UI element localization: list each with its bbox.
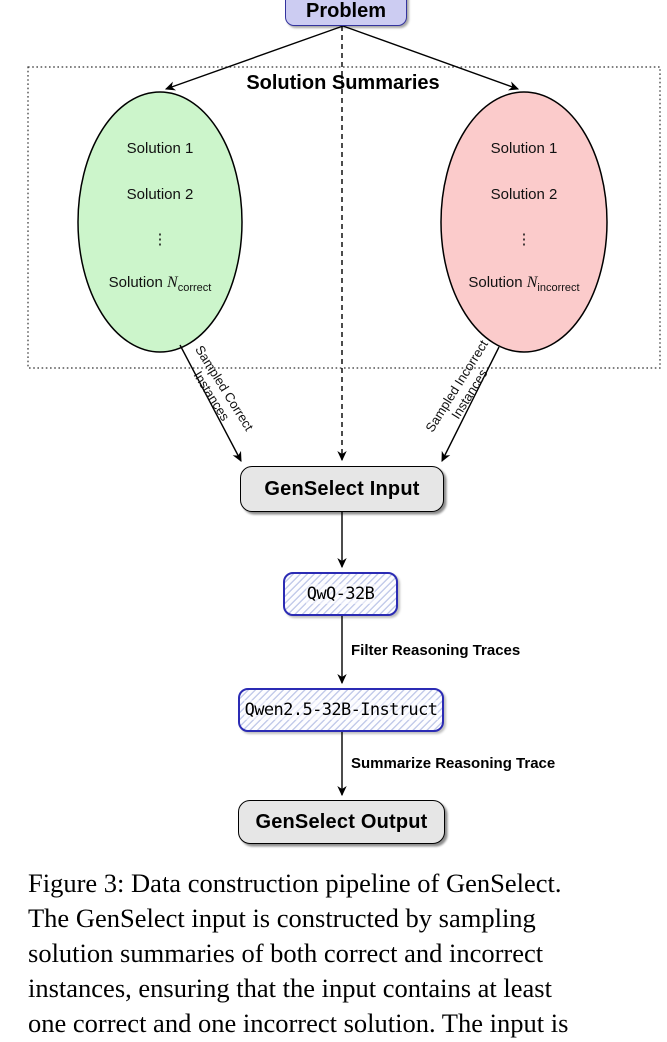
correct-n-symbol: N: [167, 274, 178, 291]
summarize-reasoning-trace-label: Summarize Reasoning Trace: [351, 755, 556, 772]
figure-caption: Figure 3: Data construction pipeline of …: [28, 866, 650, 1041]
caption-line-4: instances, ensuring that the input conta…: [28, 973, 552, 1003]
qwq-32b-node: QwQ-32B: [283, 572, 398, 616]
genselect-input-label: GenSelect Input: [264, 477, 420, 500]
caption-line-5: one correct and one incorrect solution. …: [28, 1008, 569, 1038]
solution-summaries-title: Solution Summaries: [246, 72, 440, 94]
genselect-output-node: GenSelect Output: [238, 800, 445, 844]
incorrect-solutions-ellipse: [440, 91, 608, 353]
caption-line-1: Figure 3: Data construction pipeline of …: [28, 868, 562, 898]
edge-incorrect-to-genselect-input: [441, 346, 500, 463]
correct-solutions-ellipse: [77, 91, 243, 353]
filter-reasoning-traces-label: Filter Reasoning Traces: [351, 642, 521, 659]
correct-solution-1: Solution 1: [126, 140, 194, 157]
qwen-32b-instruct-label: Qwen2.5-32B-Instruct: [243, 700, 439, 720]
incorrect-solution-1: Solution 1: [490, 140, 558, 157]
diagram-wires-layer: [27, 25, 661, 797]
incorrect-solution-2: Solution 2: [490, 186, 558, 203]
edge-correct-to-genselect-input: [179, 344, 242, 462]
incorrect-solution-n-prefix: Solution: [468, 274, 527, 291]
correct-solution-2: Solution 2: [126, 186, 194, 203]
genselect-input-node: GenSelect Input: [240, 466, 444, 512]
correct-n-subscript: correct: [177, 282, 212, 294]
genselect-output-label: GenSelect Output: [255, 810, 428, 833]
incorrect-n-subscript: incorrect: [537, 282, 580, 294]
incorrect-vdots: ⋮: [516, 231, 532, 248]
edge-problem-to-correct: [164, 25, 344, 91]
correct-solution-n-prefix: Solution: [108, 274, 168, 291]
qwen-32b-instruct-node: Qwen2.5-32B-Instruct: [238, 688, 444, 732]
correct-solution-n: Solution Ncorrect: [55, 274, 265, 294]
caption-line-2: The GenSelect input is constructed by sa…: [28, 903, 536, 933]
qwq-32b-label: QwQ-32B: [305, 584, 376, 604]
caption-line-3: solution summaries of both correct and i…: [28, 938, 544, 968]
edge-problem-to-incorrect: [342, 25, 520, 91]
problem-node: Problem: [285, 0, 407, 26]
correct-vdots: ⋮: [152, 231, 168, 248]
incorrect-solution-n: Solution Nincorrect: [419, 274, 629, 294]
incorrect-n-symbol: N: [526, 274, 538, 291]
solution-summaries-dotted-frame: [27, 66, 661, 369]
problem-label: Problem: [305, 0, 387, 22]
